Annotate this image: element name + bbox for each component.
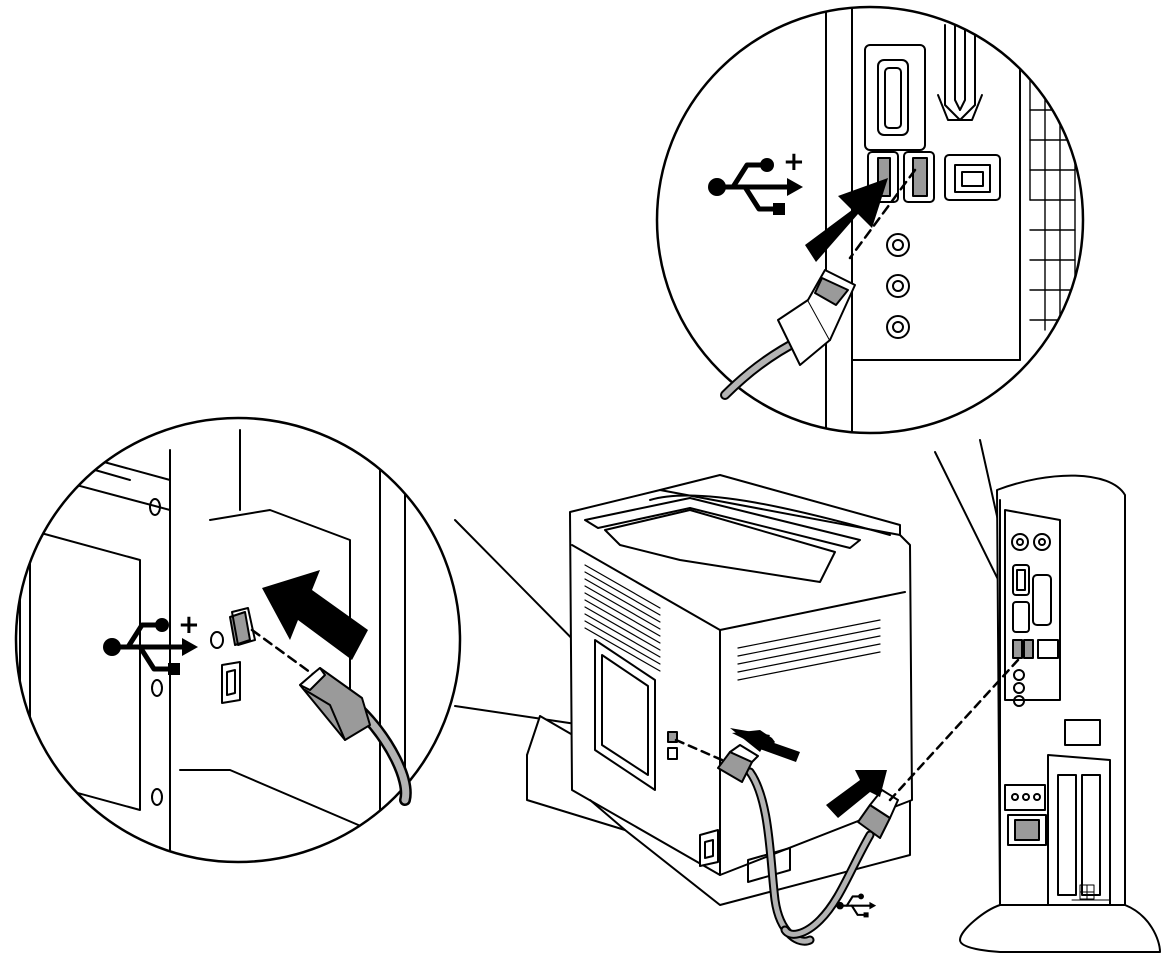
usb-plus-sign: + [783, 147, 805, 177]
usb-cable [674, 658, 1020, 946]
arrow-icon [262, 570, 368, 660]
usb-plus-sign: + [178, 610, 200, 640]
printer [526, 474, 913, 906]
arrow-icon [805, 178, 888, 262]
usb-b-port [229, 611, 251, 646]
printer-port-magnifier: + [14, 416, 462, 864]
arrow-icon [757, 738, 800, 762]
computer-tower [959, 474, 1161, 953]
computer-ports-magnifier: + [655, 5, 1085, 435]
